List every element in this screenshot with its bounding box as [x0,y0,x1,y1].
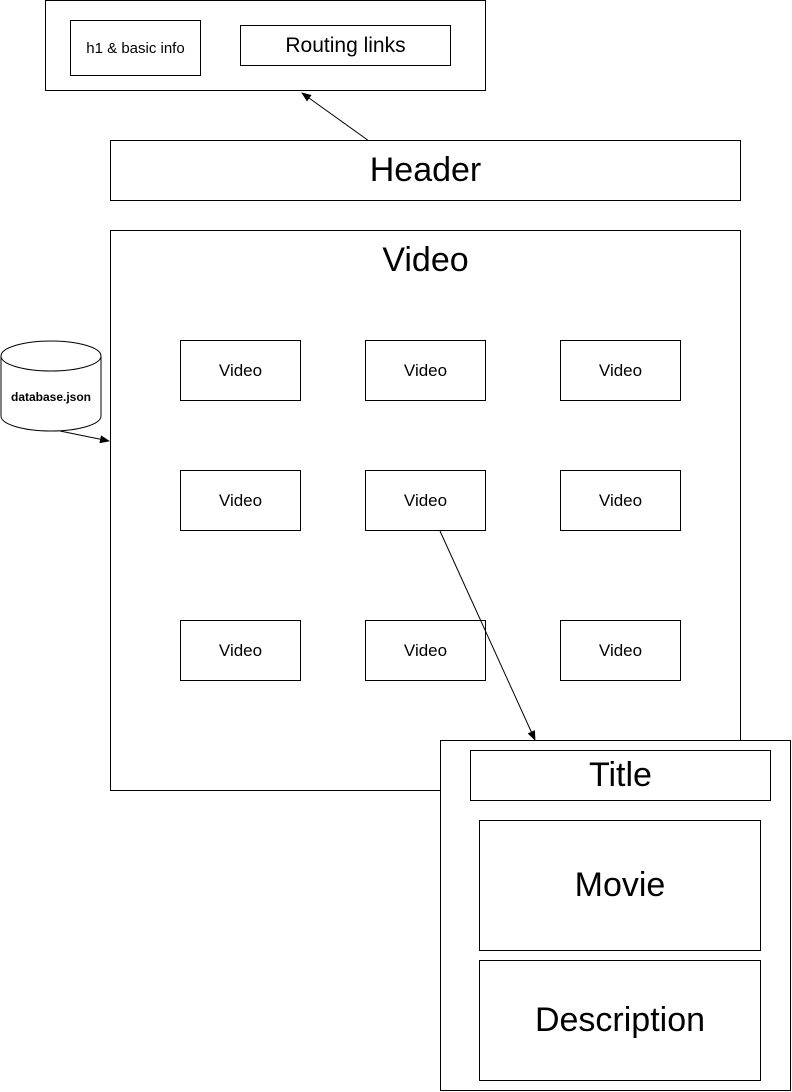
h1-info-box: h1 & basic info [70,20,201,76]
header-label: Header [369,151,482,189]
detail-movie-box: Movie [479,820,761,951]
h1-info-label: h1 & basic info [86,39,185,57]
detail-movie-label: Movie [574,866,666,904]
header-to-detail-arrow [301,92,370,142]
video-tile-label: Video [598,490,643,510]
video-tile: Video [180,620,301,681]
video-container-title: Video [382,241,469,279]
database-cylinder [0,340,102,432]
video-tile-label: Video [598,360,643,380]
video-tile-label: Video [218,640,263,660]
video-tile: Video [180,340,301,401]
video-tile: Video [365,620,486,681]
routing-links-box: Routing links [240,25,451,66]
header-box: Header [110,140,741,201]
video-tile: Video [365,470,486,531]
video-tile: Video [560,620,681,681]
video-tile-label: Video [403,360,448,380]
detail-description-label: Description [534,1001,706,1039]
detail-title-label: Title [589,756,652,794]
video-tile-label: Video [598,640,643,660]
video-tile: Video [180,470,301,531]
video-tile-label: Video [218,360,263,380]
database-to-video-arrow [59,430,110,444]
detail-description-box: Description [479,960,761,1081]
video-tile: Video [560,340,681,401]
video-tile: Video [560,470,681,531]
video-tile-label: Video [218,490,263,510]
video-tile-label: Video [403,640,448,660]
database-label: database.json [10,390,92,404]
video-tile: Video [365,340,486,401]
routing-links-label: Routing links [285,33,406,57]
detail-title-box: Title [470,750,771,801]
video-tile-label: Video [403,490,448,510]
